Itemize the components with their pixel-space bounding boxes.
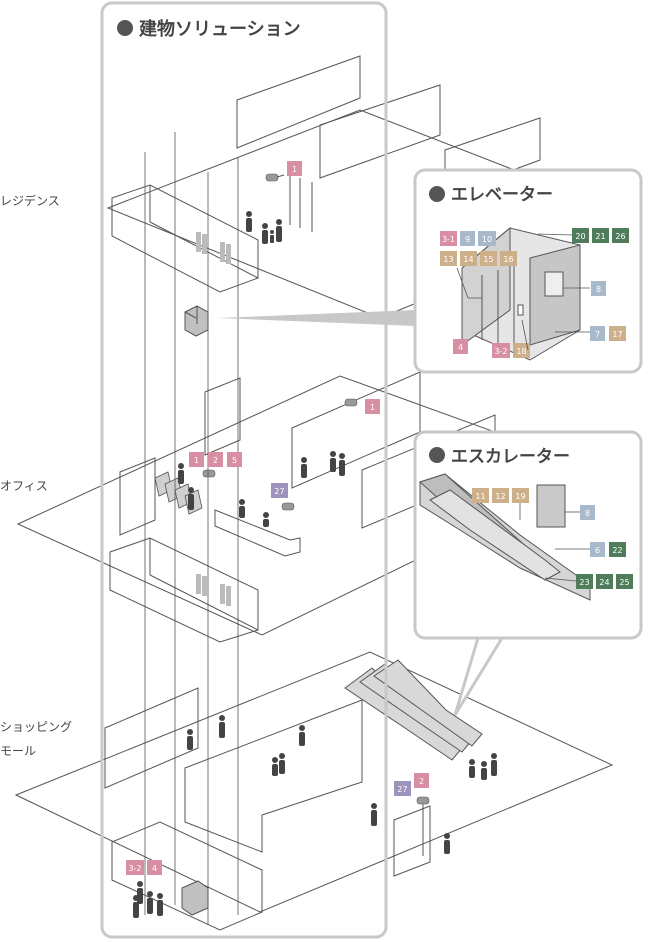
residence-doors (196, 232, 231, 264)
office-camera-icons (202, 398, 358, 511)
badge-mall-3-2: 3-2 (128, 864, 141, 873)
floor-label-shopping-2: モール (0, 744, 36, 758)
badge-es-12: 12 (495, 492, 505, 501)
floor-label-shopping-1: ショッピング (0, 720, 72, 734)
badge-es-19: 19 (515, 492, 525, 501)
building-solution-frame (100, 1, 388, 939)
badge-el-4: 4 (458, 343, 463, 352)
office-people (178, 451, 345, 527)
escalator-title: エスカレーター (451, 447, 570, 467)
leader-lines (456, 233, 590, 582)
mall-elevator-icon (181, 880, 209, 916)
badge-off-gate2: 2 (213, 456, 218, 465)
badge-el-9: 9 (465, 235, 470, 244)
building-shafts (144, 132, 239, 925)
badge-res-cam: 1 (292, 165, 297, 174)
building-title-dot (117, 20, 133, 36)
badge-el-20: 20 (575, 232, 585, 241)
escalator-title-dot (429, 447, 445, 463)
badge-mall-27: 27 (397, 785, 407, 794)
badge-off-27: 27 (274, 487, 284, 496)
badge-el-3-2: 3-2 (494, 347, 507, 356)
badge-es-23: 23 (579, 578, 589, 587)
badge-mall-2: 2 (419, 777, 424, 786)
badge-el-15: 15 (483, 255, 493, 264)
badge-es-6: 6 (595, 546, 600, 555)
badges: 1 1 1 2 5 27 27 2 3-2 4 3-1 9 10 20 21 2… (126, 161, 633, 875)
escalator-detail (419, 473, 591, 601)
badge-off-cam: 1 (370, 403, 375, 412)
badge-el-26: 26 (615, 232, 625, 241)
badge-es-8: 8 (585, 509, 590, 518)
floor-label-office: オフィス (0, 479, 48, 493)
badge-off-gate3: 5 (232, 456, 237, 465)
floor-label-residence: レジデンス (0, 193, 60, 208)
elevator-title-dot (429, 186, 445, 202)
elevator-car-icon (184, 305, 209, 337)
office-doors (196, 574, 231, 606)
elevator-callout-connector (218, 310, 415, 326)
mall-camera-icons (416, 796, 430, 856)
badge-el-17: 17 (612, 330, 622, 339)
badge-es-11: 11 (475, 492, 485, 501)
badge-el-10: 10 (482, 235, 492, 244)
building-title: 建物ソリューション (139, 18, 301, 40)
badge-el-13: 13 (443, 255, 453, 264)
badge-off-gate1: 1 (194, 456, 199, 465)
badge-el-16: 16 (503, 255, 513, 264)
elevator-title: エレベーター (451, 185, 553, 205)
badge-es-24: 24 (599, 578, 609, 587)
badge-mall-4: 4 (152, 864, 157, 873)
mall-people (133, 715, 497, 918)
badge-el-14: 14 (463, 255, 473, 264)
residence-people (246, 211, 282, 244)
badge-el-21: 21 (595, 232, 605, 241)
badge-el-7: 7 (595, 330, 600, 339)
badge-el-3-1: 3-1 (442, 235, 455, 244)
mall-escalators (344, 659, 483, 761)
badge-el-8: 8 (596, 285, 601, 294)
mall-floor (14, 651, 614, 931)
badge-es-25: 25 (619, 578, 629, 587)
badge-es-22: 22 (612, 546, 622, 555)
residence-camera-icon (265, 173, 285, 182)
badge-el-18: 18 (516, 347, 526, 356)
